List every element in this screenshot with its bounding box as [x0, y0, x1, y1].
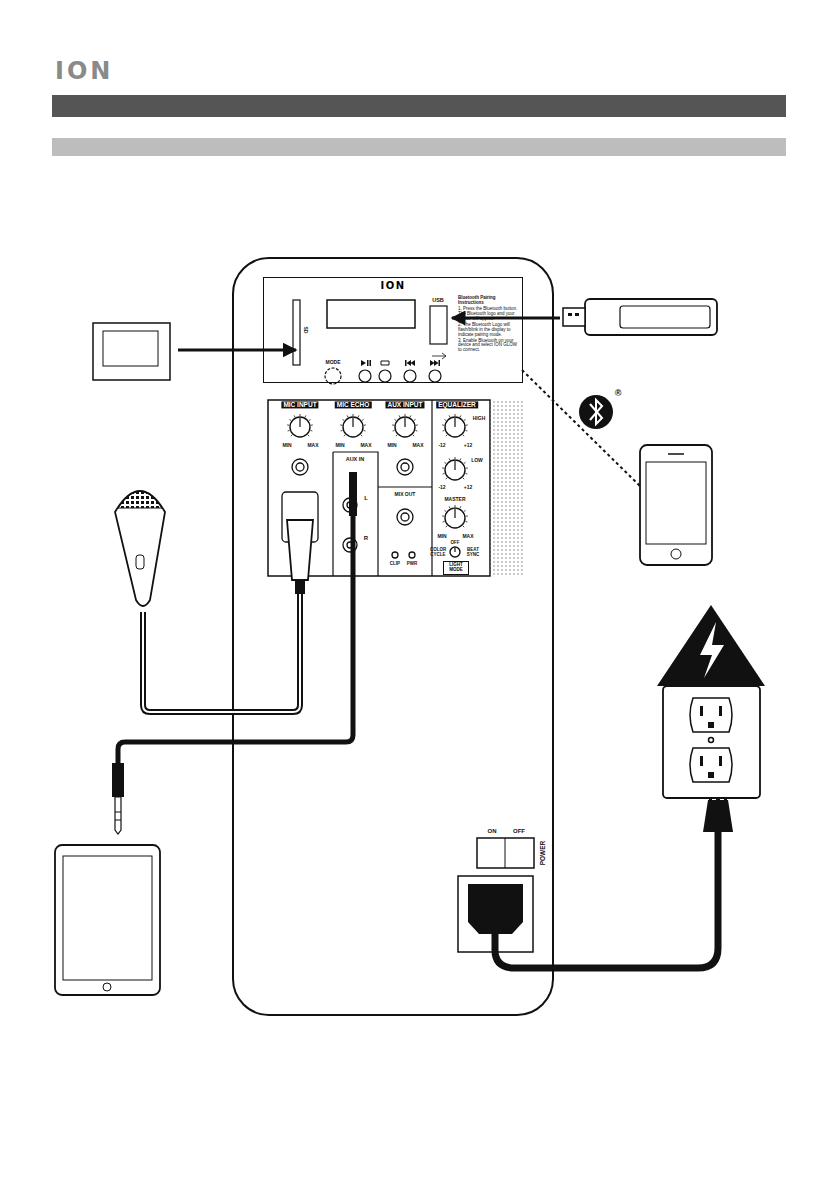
sd-card — [93, 323, 170, 380]
socket-slots — [700, 706, 722, 778]
usb-symbol — [432, 353, 446, 359]
control-label: CLIP — [390, 562, 400, 567]
section-header: EQUALIZER — [436, 401, 478, 408]
button — [379, 370, 391, 382]
phone — [640, 445, 712, 565]
control-label: L — [364, 495, 368, 502]
wireless-link — [522, 370, 642, 488]
control-label: OFF — [513, 828, 525, 835]
usb-stick — [620, 306, 710, 328]
control-label: OFF — [451, 541, 460, 546]
usb-port — [430, 306, 447, 344]
mode-knob — [325, 368, 341, 384]
control-label: COLOR CYCLE — [430, 548, 446, 558]
control-label: -12 — [438, 485, 445, 491]
button — [359, 370, 371, 382]
instruction-heading: Bluetooth Pairing Instructions — [458, 296, 521, 306]
instruction: 2. The Bluetooth Logo will flash/blink i… — [458, 323, 521, 338]
logo: ION — [55, 58, 113, 84]
control-label: ON — [488, 828, 497, 835]
control-label: MIN — [335, 443, 344, 449]
mic-cable — [143, 594, 300, 712]
sd-slot — [293, 300, 300, 365]
control-label: PWR — [407, 562, 418, 567]
insert-arrow — [178, 349, 296, 352]
control-label: HIGH — [473, 416, 486, 422]
control-label: MAX — [412, 443, 423, 449]
aux-cable — [118, 516, 353, 765]
bluetooth-icon — [579, 395, 613, 429]
control-label: MIN — [387, 443, 396, 449]
brand-logo: ION — [264, 281, 522, 292]
usb-stick — [585, 299, 717, 335]
control-label: ® — [615, 389, 622, 399]
control-label: BEAT SYNC — [465, 548, 481, 558]
panel-label: LIGHT MODE — [446, 563, 466, 572]
button-icons — [361, 360, 440, 366]
section-header: MIC ECHO — [335, 401, 372, 408]
section-header: AUX INPUT — [385, 401, 424, 408]
subsection-bar — [52, 138, 786, 156]
light-mode-box: LIGHT MODE — [443, 561, 469, 574]
control-label: R — [364, 535, 368, 542]
panel-divider — [333, 400, 432, 576]
control-label: -12 — [438, 443, 445, 449]
display — [327, 300, 415, 328]
power-switch — [477, 838, 534, 868]
port-label: USB — [432, 297, 444, 303]
power-plug — [468, 884, 523, 934]
button — [429, 370, 441, 382]
speaker-grille — [490, 400, 523, 576]
tablet — [55, 845, 160, 995]
power-cord — [495, 832, 718, 968]
port-label: SD — [302, 327, 308, 334]
button-label: MODE — [326, 360, 341, 366]
microphone — [115, 491, 165, 606]
usb-plug — [563, 308, 585, 326]
instruction: 1. Press the Bluetooth button. The Bluet… — [458, 307, 521, 322]
wall-plug — [703, 800, 733, 832]
socket — [690, 698, 732, 782]
warning-triangle — [657, 605, 765, 686]
wall-outlet — [663, 686, 760, 798]
button — [404, 370, 416, 382]
control-label: MIN — [282, 443, 291, 449]
control-label: POWER — [539, 841, 546, 866]
section-bar — [52, 95, 786, 117]
instruction: 3. Enable Bluetooth on your device and s… — [458, 339, 521, 354]
control-label: MAX — [462, 534, 473, 540]
control-label: MIN — [437, 534, 446, 540]
control-label: MASTER — [444, 497, 465, 503]
xlr-plug — [287, 520, 313, 580]
control-label: AUX IN — [346, 456, 365, 462]
control-label: +12 — [464, 485, 472, 491]
control-label: LOW — [471, 458, 483, 464]
control-label: MAX — [307, 443, 318, 449]
speaker-housing — [233, 258, 553, 1015]
section-header: MIC INPUT — [281, 401, 318, 408]
control-label: +12 — [464, 443, 472, 449]
aux-plug — [349, 472, 357, 516]
control-label: MIX OUT — [395, 492, 416, 498]
aux-plug — [112, 763, 124, 797]
control-label: MAX — [360, 443, 371, 449]
